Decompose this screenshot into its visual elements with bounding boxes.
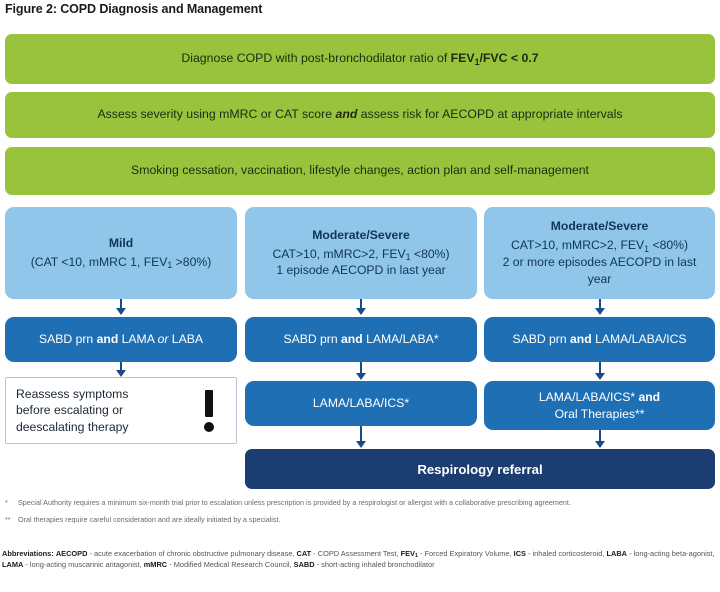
footnote-marker: ** <box>5 514 11 524</box>
connector-line <box>360 362 362 374</box>
abbreviation-definition: - long-acting muscarinic antagonist, <box>23 560 144 570</box>
abbreviation-definition: - short-acting inhaled bronchodilator <box>314 560 435 570</box>
page-title: Figure 2: COPD Diagnosis and Management <box>5 2 263 16</box>
abbreviation-definition: - COPD Assessment Test, <box>311 549 401 558</box>
step-lifestyle-text: Smoking cessation, vaccination, lifestyl… <box>131 163 589 178</box>
treatment-box-moderate-1: SABD prn and LAMA/LABA* <box>245 317 477 362</box>
abbreviation-definition: - acute exacerbation of chronic obstruct… <box>87 549 297 558</box>
connector-line <box>599 430 601 442</box>
connector-arrow <box>595 373 605 380</box>
severity-title: Moderate/Severe <box>312 227 410 242</box>
footnotes: * Special Authority requires a minimum s… <box>5 498 717 526</box>
abbreviation-term: LABA <box>606 549 628 558</box>
severity-title: Moderate/Severe <box>550 219 649 234</box>
severity-box-moderate-severe-2: Moderate/Severe CAT>10, mMRC>2, FEV1 <80… <box>484 207 715 299</box>
step-assess-text: Assess severity using mMRC or CAT score … <box>97 107 623 122</box>
connector-line <box>360 299 362 310</box>
connector-line <box>360 426 362 442</box>
abbreviation-term: AECOPD <box>55 549 88 558</box>
connector-line <box>120 299 122 310</box>
connector-line <box>599 362 601 374</box>
reassess-box: Reassess symptoms before escalating or d… <box>5 377 237 444</box>
abbreviation-definition: - long-acting beta-agonist, <box>627 549 715 558</box>
abbreviation-term: ICS <box>513 549 526 558</box>
footnote-marker: * <box>5 498 8 507</box>
abbreviation-term: CAT <box>296 549 312 558</box>
step-lifestyle-box: Smoking cessation, vaccination, lifestyl… <box>5 147 715 195</box>
exclamation-mark-icon <box>196 389 222 432</box>
reassess-line-3: deescalating therapy <box>16 419 129 434</box>
connector-arrow <box>116 370 126 377</box>
severity-title: Mild <box>108 236 134 251</box>
treatment-box-escalation-1: LAMA/LABA/ICS* <box>245 381 477 426</box>
connector-arrow <box>116 308 126 315</box>
treatment-box-mild: SABD prn and LAMA or LABA <box>5 317 237 362</box>
connector-arrow <box>356 373 366 380</box>
step-diagnose-box: Diagnose COPD with post-bronchodilator r… <box>5 34 715 84</box>
referral-label: Respirology referral <box>417 461 543 477</box>
step-assess-box: Assess severity using mMRC or CAT score … <box>5 92 715 138</box>
footnote-text: Oral therapies require careful considera… <box>18 514 281 524</box>
abbreviation-term: SABD <box>293 560 315 570</box>
treatment-text: SABD prn and LAMA/LABA* <box>283 332 439 347</box>
abbreviations-heading: Abbreviations: <box>2 549 54 558</box>
abbreviation-definition: - Forced Expiratory Volume, <box>417 549 514 558</box>
abbreviation-definition: - Modified Medical Research Council, <box>167 560 294 570</box>
footnote-item: * Special Authority requires a minimum s… <box>5 498 717 509</box>
abbreviation-term: mMRC <box>143 560 168 570</box>
severity-box-moderate-severe-1: Moderate/Severe CAT>10, mMRC>2, FEV1 <80… <box>245 207 477 299</box>
severity-box-mild: Mild (CAT <10, mMRC 1, FEV1 >80%) <box>5 207 237 299</box>
treatment-text: SABD prn and LAMA or LABA <box>39 332 203 347</box>
footnote-item: ** Oral therapies require careful consid… <box>5 515 717 526</box>
severity-exacerbations: 2 or more episodes AECOPD in last year <box>502 255 697 286</box>
severity-criteria: CAT>10, mMRC>2, FEV1 <80%) <box>510 238 689 254</box>
abbreviation-term: FEV1 <box>400 549 418 560</box>
severity-exacerbations: 1 episode AECOPD in last year <box>276 263 446 278</box>
abbreviation-term: LAMA <box>2 560 24 570</box>
connector-arrow <box>595 441 605 448</box>
connector-line <box>599 299 601 310</box>
treatment-text: SABD prn and LAMA/LABA/ICS <box>512 332 687 347</box>
abbreviation-definition: - inhaled corticosteroid, <box>525 549 607 558</box>
treatment-text: LAMA/LABA/ICS* <box>312 396 410 411</box>
treatment-box-moderate-2: SABD prn and LAMA/LABA/ICS <box>484 317 715 362</box>
reassess-line-2: before escalating or <box>16 403 124 418</box>
reassess-line-1: Reassess symptoms <box>16 387 129 402</box>
step-diagnose-text: Diagnose COPD with post-bronchodilator r… <box>181 51 539 67</box>
abbreviations-list: AECOPD - acute exacerbation of chronic o… <box>2 549 715 569</box>
connector-arrow <box>595 308 605 315</box>
reassess-text: Reassess symptoms before escalating or d… <box>16 386 196 434</box>
abbreviations-block: Abbreviations: AECOPD - acute exacerbati… <box>2 548 718 571</box>
severity-criteria: CAT>10, mMRC>2, FEV1 <80%) <box>272 246 450 263</box>
severity-criteria: (CAT <10, mMRC 1, FEV1 >80%) <box>30 255 212 271</box>
connector-line <box>120 362 122 372</box>
connector-arrow <box>356 441 366 448</box>
connector-arrow <box>356 308 366 315</box>
respirology-referral-box: Respirology referral <box>245 449 715 489</box>
footnote-text: Special Authority requires a minimum six… <box>18 498 571 507</box>
